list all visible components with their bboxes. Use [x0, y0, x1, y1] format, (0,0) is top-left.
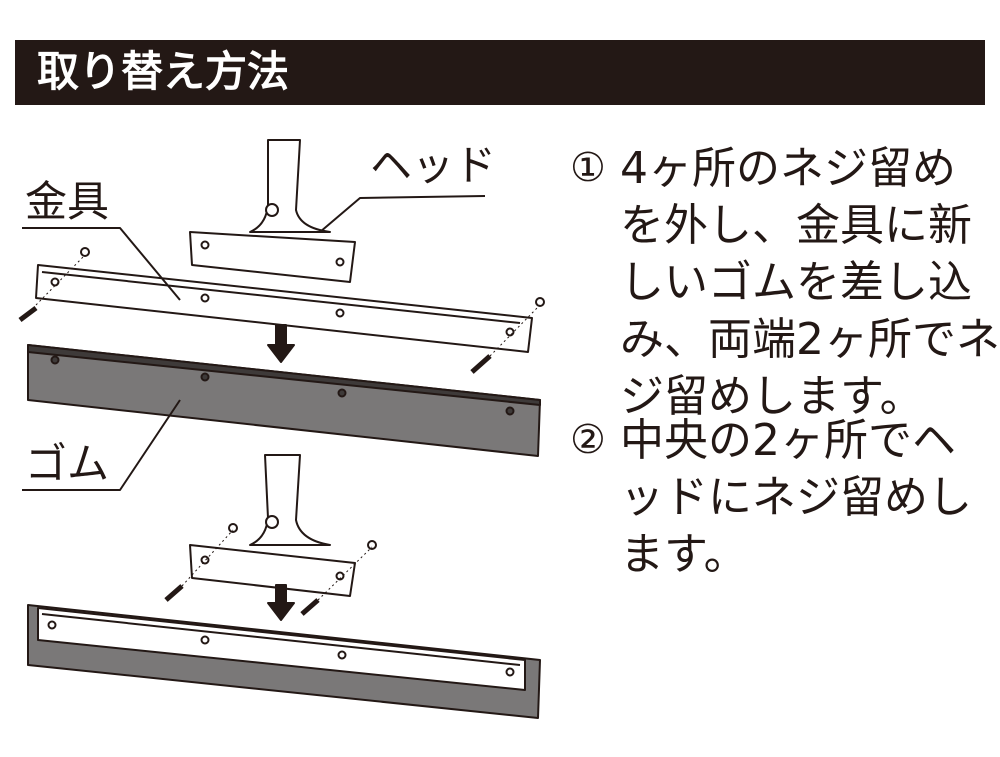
- step-number: ①: [570, 145, 606, 191]
- step-number: ②: [570, 417, 606, 463]
- head-top: [189, 139, 356, 283]
- head-label: ヘッド: [370, 141, 497, 190]
- assembled-blade: [27, 604, 541, 719]
- bracket-label: 金具: [25, 177, 110, 226]
- rubber-blade: [27, 344, 541, 457]
- replacement-illustration: [18, 139, 545, 719]
- leader-lines: [22, 195, 486, 491]
- down-arrow-icon: [267, 584, 295, 621]
- rubber-label: ゴム: [25, 439, 110, 488]
- down-arrow-icon: [267, 324, 295, 363]
- head-bottom: [164, 454, 377, 616]
- page-title: 取り替え方法: [37, 47, 290, 96]
- step-line: ます。: [620, 529, 748, 580]
- step-line: 中央の2ヶ所でヘ: [620, 415, 956, 466]
- title-bar: 取り替え方法: [15, 40, 985, 105]
- step-line: ジ留めします。: [620, 371, 924, 422]
- metal-bracket-top: [35, 264, 533, 353]
- step-line: 4ヶ所のネジ留め: [620, 143, 956, 194]
- step-line: み、両端2ヶ所でネ: [620, 314, 1000, 365]
- step-line: しいゴムを差し込: [620, 257, 972, 308]
- screws-top: [18, 247, 545, 374]
- step-line: を外し、金具に新: [620, 200, 972, 251]
- step-line: ッドにネジ留めし: [620, 472, 972, 523]
